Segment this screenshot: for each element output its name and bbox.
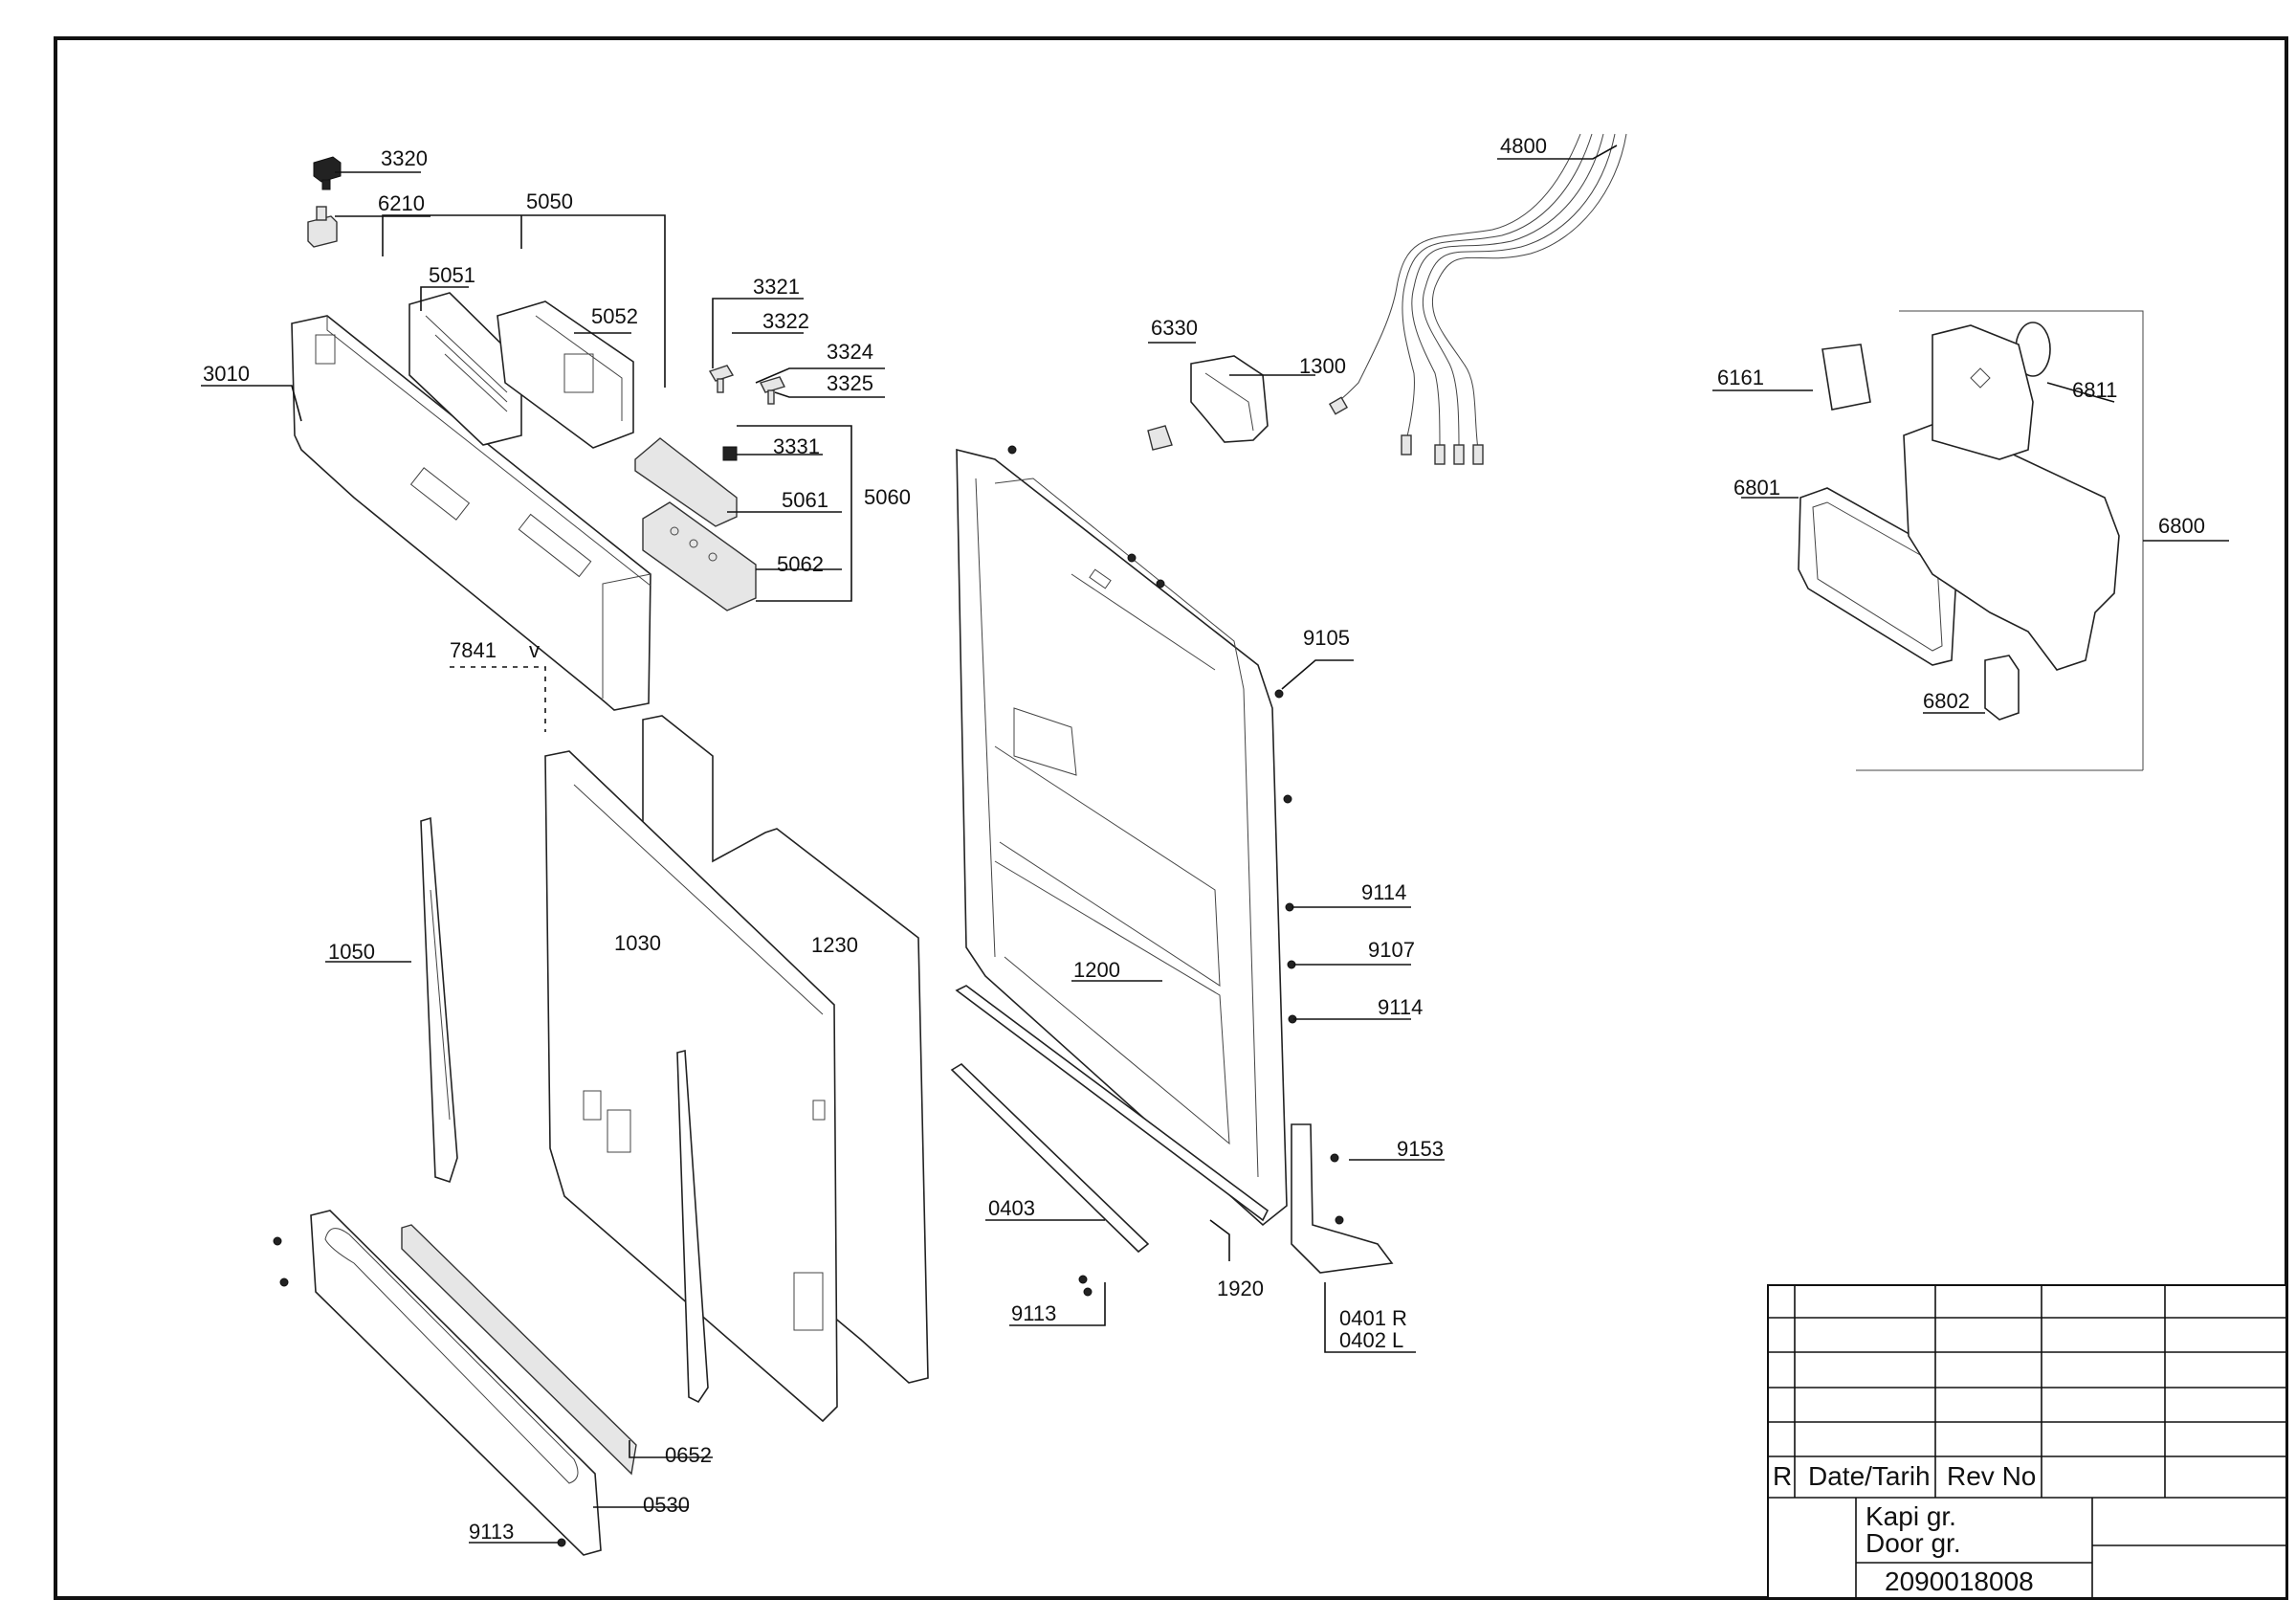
label-3321: 3321 (753, 275, 800, 299)
label-5062: 5062 (777, 552, 824, 576)
bracket-5052 (497, 300, 634, 449)
actuator-6802 (1984, 655, 2020, 721)
clip-3325 (760, 376, 785, 393)
rev-col-date: Date/Tarih (1808, 1461, 1931, 1491)
rail-inner (676, 1049, 709, 1404)
rev-col-revno: Rev No (1947, 1461, 2036, 1491)
label-6210: 6210 (378, 191, 425, 215)
label-3324: 3324 (827, 340, 873, 364)
title-english: Door gr. (1866, 1528, 1961, 1558)
label-6330: 6330 (1151, 316, 1198, 340)
label-5061: 5061 (782, 488, 828, 512)
label-0652: 0652 (665, 1443, 712, 1467)
label-5052: 5052 (591, 304, 638, 328)
label-9113-a: 9113 (1011, 1301, 1056, 1325)
label-1920: 1920 (1217, 1277, 1264, 1300)
clip-3322 (708, 365, 735, 382)
strip-1920 (955, 985, 1269, 1222)
control-panel-group (291, 156, 785, 711)
insulation-0652 (401, 1224, 637, 1476)
gasket-6801 (1798, 487, 1957, 666)
knob-3320 (313, 156, 342, 183)
leader-lines (201, 144, 2229, 1544)
label-5051: 5051 (429, 263, 475, 287)
label-9113-b: 9113 (469, 1520, 514, 1544)
label-5050: 5050 (526, 189, 573, 213)
label-0530: 0530 (643, 1493, 690, 1517)
title-block: R Date/Tarih Rev No Kapi gr. Door gr. 20… (1767, 1284, 2287, 1599)
clip-6330 (1147, 425, 1173, 451)
fascia-3010 (291, 315, 651, 711)
label-4800: 4800 (1500, 134, 1547, 158)
label-9105: 9105 (1303, 626, 1350, 650)
label-5060: 5060 (864, 485, 911, 509)
rail-1050 (420, 816, 458, 1184)
button-3331 (722, 446, 738, 461)
part-labels: 3320 6210 5050 5051 5052 3321 3322 3324 … (203, 134, 2205, 1544)
inner-door-1200 (273, 445, 1394, 1547)
outer-door-1030-1230 (544, 715, 929, 1423)
label-6801: 6801 (1733, 476, 1780, 500)
drawing-number: 2090018008 (1885, 1566, 2034, 1596)
bracket-1300 (1190, 355, 1269, 443)
label-9114-b: 9114 (1378, 995, 1423, 1019)
screw-set (273, 445, 1344, 1547)
label-3322: 3322 (762, 309, 809, 333)
label-3320: 3320 (381, 146, 428, 170)
dispenser-body (1903, 420, 2120, 671)
label-9107: 9107 (1368, 938, 1415, 962)
label-3325: 3325 (827, 371, 873, 395)
frame-5051 (408, 292, 522, 446)
board-5061 (634, 437, 738, 527)
encoder-6210 (307, 215, 338, 248)
label-7841: 7841 (450, 638, 497, 662)
label-1200: 1200 (1073, 958, 1120, 982)
label-9153: 9153 (1397, 1137, 1444, 1161)
label-6811: 6811 (2072, 378, 2117, 402)
label-1050: 1050 (328, 940, 375, 964)
label-0402-l: 0402 L (1339, 1328, 1403, 1352)
kickplate-0530 (310, 1210, 602, 1556)
drawing-border (54, 36, 2288, 1600)
label-3010: 3010 (203, 362, 250, 386)
panel-1030 (544, 750, 838, 1423)
rev-col-r: R (1773, 1461, 1792, 1491)
label-6161: 6161 (1717, 366, 1764, 389)
label-6800: 6800 (2158, 514, 2205, 538)
strip-0403 (950, 1062, 1150, 1254)
title-turkish: Kapi gr. (1866, 1501, 1956, 1531)
label-0403: 0403 (988, 1196, 1035, 1220)
board-5062 (642, 501, 757, 611)
dispenser-6800 (1798, 310, 2144, 771)
label-1230: 1230 (811, 933, 858, 957)
label-9114-a: 9114 (1361, 880, 1406, 904)
plate-6161 (1821, 344, 1871, 411)
label-1300: 1300 (1299, 354, 1346, 378)
label-7841-v: v (529, 638, 540, 662)
label-0401-r: 0401 R (1339, 1306, 1407, 1330)
label-3331: 3331 (773, 434, 820, 458)
cable-harness-4800 (1328, 133, 1627, 465)
label-1030: 1030 (614, 931, 661, 955)
hinge-0401-0402 (1291, 1123, 1394, 1274)
label-6802: 6802 (1923, 689, 1970, 713)
